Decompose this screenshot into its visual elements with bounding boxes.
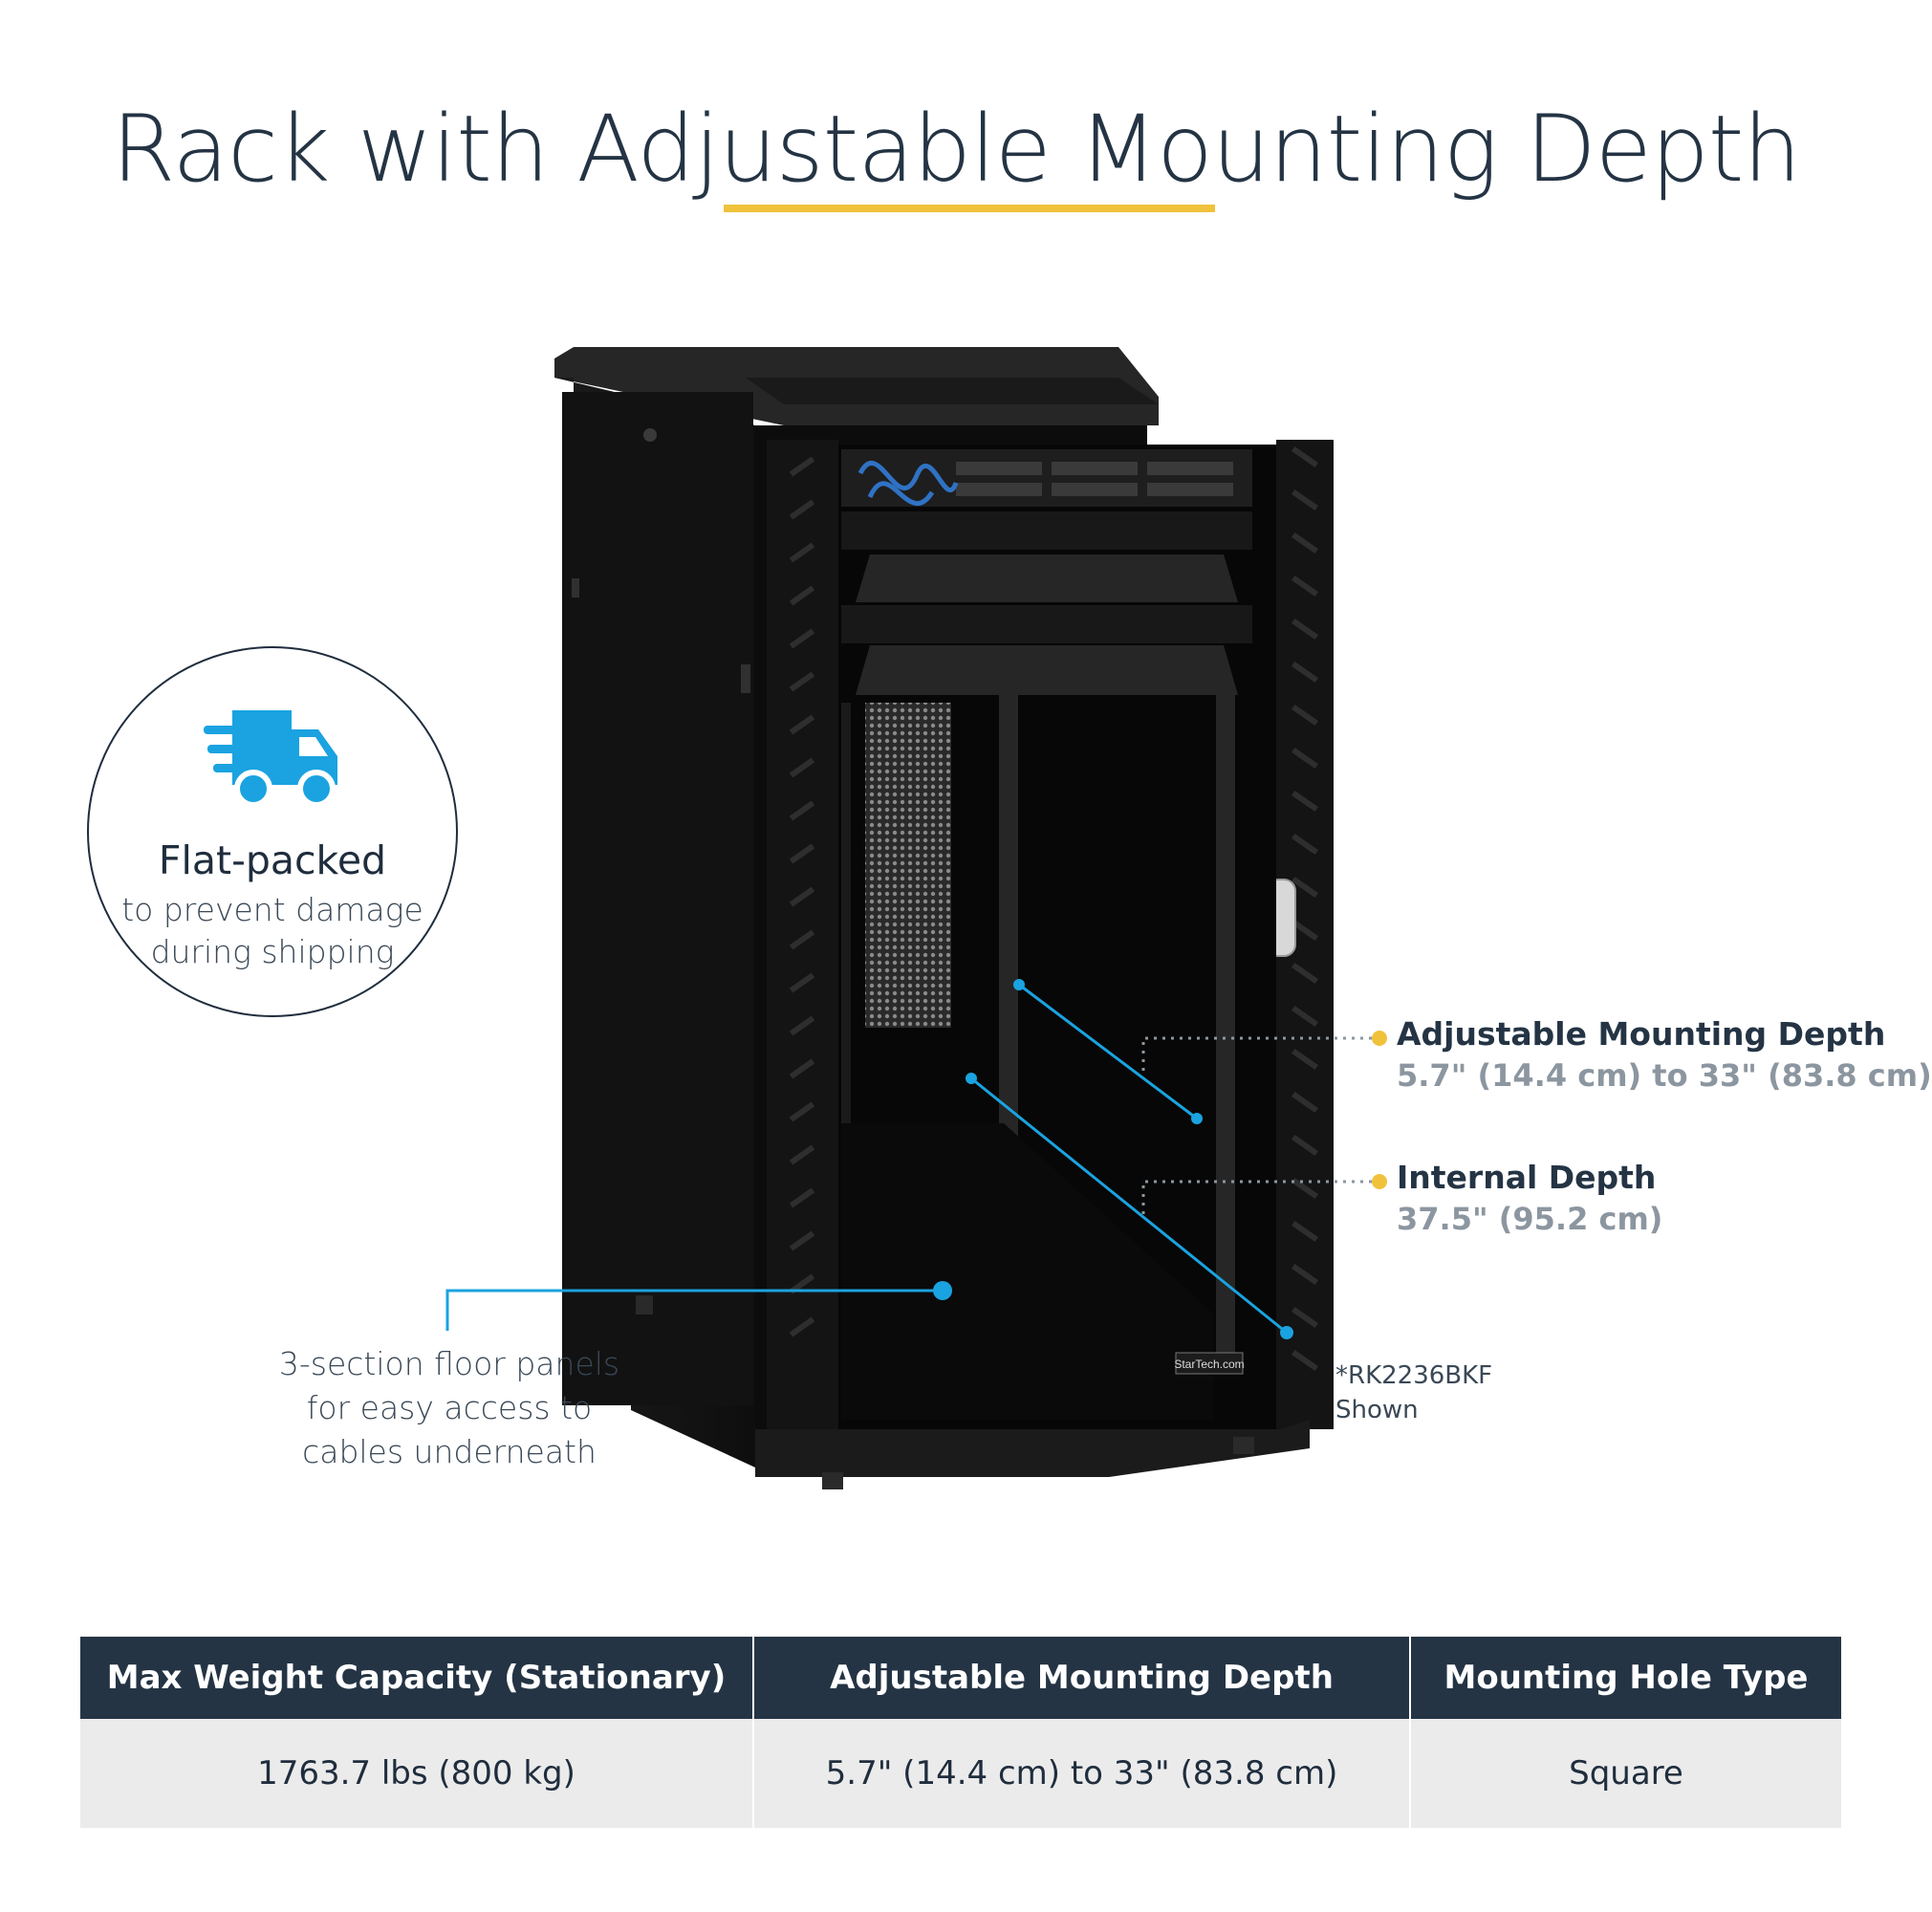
model-shown-note: *RK2236BKF Shown (1335, 1358, 1492, 1427)
specs-header-weight: Max Weight Capacity (Stationary) (80, 1637, 752, 1719)
specs-header-depth: Adjustable Mounting Depth (754, 1637, 1409, 1719)
specs-value-weight: 1763.7 lbs (800 kg) (80, 1719, 752, 1828)
delivery-truck-icon (204, 710, 337, 808)
title-underline (724, 205, 1215, 212)
specs-value-depth: 5.7" (14.4 cm) to 33" (83.8 cm) (754, 1719, 1409, 1828)
badge-subtitle: to prevent damage during shipping (87, 889, 458, 973)
specs-table: Max Weight Capacity (Stationary) Adjusta… (80, 1637, 1841, 1828)
floor-callout-line: 3-section floor panels (278, 1345, 620, 1382)
badge-subtitle-line: to prevent damage (121, 891, 423, 928)
badge-subtitle-line: during shipping (150, 933, 395, 970)
internal-depth-callout-title: Internal Depth (1397, 1159, 1657, 1196)
brand-label: StarTech.com (1174, 1358, 1244, 1371)
internal-depth-callout-value: 37.5" (95.2 cm) (1397, 1201, 1663, 1237)
specs-header-hole-type: Mounting Hole Type (1411, 1637, 1841, 1719)
mounting-depth-callout-title: Adjustable Mounting Depth (1397, 1015, 1886, 1053)
floor-panels-callout: 3-section floor panels for easy access t… (249, 1342, 650, 1474)
badge-title: Flat-packed (158, 837, 387, 883)
page-title: Rack with Adjustable Mounting Depth (111, 96, 1802, 203)
specs-value-hole-type: Square (1411, 1719, 1841, 1828)
shown-label: Shown (1335, 1396, 1419, 1424)
floor-callout-line: for easy access to (306, 1389, 593, 1426)
floor-callout-line: cables underneath (302, 1433, 597, 1470)
server-rack-image: StarTech.com (554, 347, 1334, 1489)
model-number: *RK2236BKF (1335, 1361, 1493, 1390)
mounting-depth-callout-value: 5.7" (14.4 cm) to 33" (83.8 cm) (1397, 1057, 1932, 1094)
flat-packed-badge (87, 646, 458, 1017)
